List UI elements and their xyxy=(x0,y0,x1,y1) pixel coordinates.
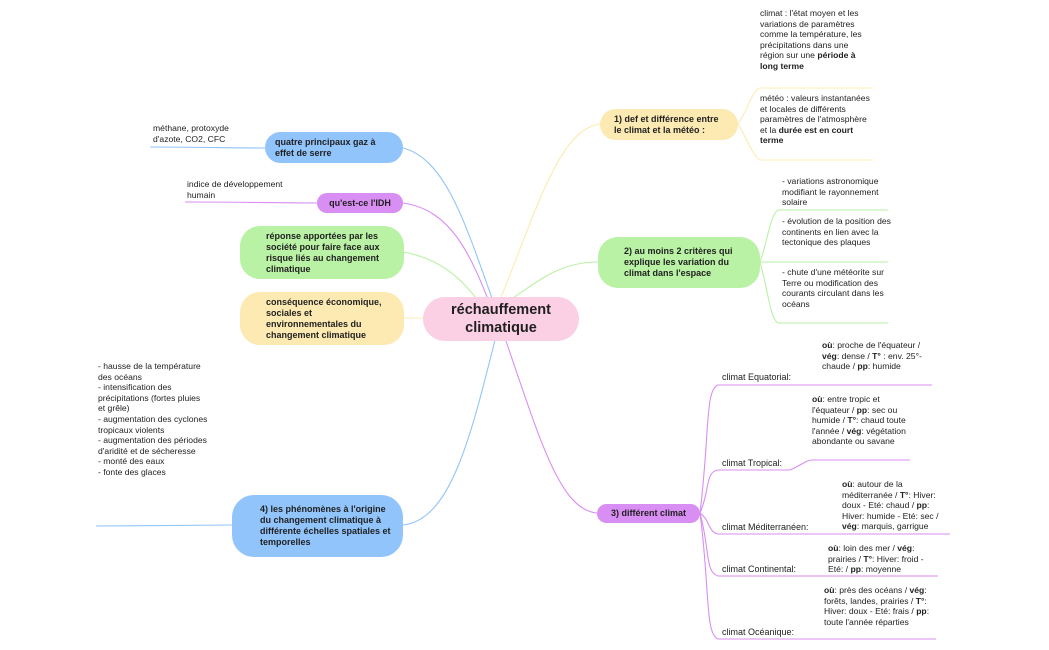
desc-text: : sec ou humide / xyxy=(812,404,898,426)
desc-keyword: où xyxy=(824,585,835,595)
topic-reponse-label: réponse apportées par les société pour f… xyxy=(266,230,380,274)
topic-idh-label: qu'est-ce l'IDH xyxy=(329,197,391,208)
note-meteo-def-text: météo : valeurs instantanées et locales … xyxy=(760,93,870,135)
central-topic[interactable]: réchauffement climatique xyxy=(423,297,579,341)
desc-keyword: pp xyxy=(856,404,868,415)
desc-oceanique: où: près des océans / vég: forêts, lande… xyxy=(824,585,936,627)
desc-text: : moyenne xyxy=(860,564,902,575)
climat-mediterraneen[interactable]: climat Méditerranéen: xyxy=(722,522,809,532)
climat-oceanique[interactable]: climat Océanique: xyxy=(722,627,795,637)
desc-text: : autour de la méditerranée / xyxy=(842,479,903,500)
desc-text: : forêts, landes, prairies / xyxy=(824,585,927,606)
desc-keyword: pp xyxy=(916,500,928,511)
note-critere-2: - évolution de la position des continent… xyxy=(782,216,891,248)
desc-text: : entre tropic et l'équateur / xyxy=(812,394,880,415)
topic-gaz-label: quatre principaux gaz à effet de serre xyxy=(275,136,376,158)
desc-text: : loin des mer / xyxy=(838,543,898,553)
topic-reponse[interactable]: réponse apportées par les société pour f… xyxy=(240,226,404,279)
desc-equatorial: où: proche de l'équateur / vég: dense / … xyxy=(822,340,930,372)
climat-equatorial[interactable]: climat Equatorial: xyxy=(722,372,792,382)
note-climat-def: climat : l'état moyen et les variations … xyxy=(760,8,872,72)
desc-tropical: où: entre tropic et l'équateur / pp: sec… xyxy=(812,394,912,447)
desc-keyword: T° xyxy=(847,415,857,426)
desc-keyword: T° xyxy=(915,595,925,606)
topic-def[interactable]: 1) def et différence entre le climat et … xyxy=(600,109,738,140)
note-phenomenes: - hausse de la température des océans - … xyxy=(98,361,208,477)
note-idh: indice de développement humain xyxy=(187,179,283,200)
desc-keyword: vég xyxy=(909,585,925,595)
note-climat-def-text: climat : l'état moyen et les variations … xyxy=(760,8,862,61)
desc-keyword: où xyxy=(812,394,823,404)
desc-text: : chaud toute l'année / xyxy=(812,415,906,436)
topic-gaz[interactable]: quatre principaux gaz à effet de serre xyxy=(265,132,403,163)
desc-text: : Hiver: doux - Eté: chaud / xyxy=(842,489,936,511)
desc-keyword: T° xyxy=(899,489,909,500)
desc-keyword: où xyxy=(828,543,839,553)
desc-keyword: pp xyxy=(916,606,927,617)
note-meteo-def: météo : valeurs instantanées et locales … xyxy=(760,93,872,146)
desc-text: : prairies / xyxy=(828,543,915,564)
desc-text: : Hiver: doux - Eté: frais / xyxy=(824,595,927,617)
topic-climats[interactable]: 3) différent climat xyxy=(597,504,700,523)
note-gaz: méthane, protoxyde d'azote, CO2, CFC xyxy=(153,123,229,144)
desc-keyword: T° xyxy=(863,553,873,564)
desc-text: : humide xyxy=(867,361,901,372)
desc-text: : proche de l'équateur / xyxy=(832,340,921,350)
desc-text: : Hiver: humide - Eté: sec / xyxy=(842,500,939,521)
note-critere-1: - variations astronomique modifiant le r… xyxy=(782,176,879,208)
central-topic-label: réchauffement climatique xyxy=(451,302,551,336)
topic-def-label: 1) def et différence entre le climat et … xyxy=(614,113,719,135)
desc-text: : toute l'année réparties xyxy=(824,606,930,627)
topic-consequence[interactable]: conséquence économique, sociales et envi… xyxy=(240,292,404,345)
desc-mediterraneen: où: autour de la méditerranée / T°: Hive… xyxy=(842,479,950,532)
desc-keyword: vég xyxy=(897,543,913,553)
topic-criteres-label: 2) au moins 2 critères qui explique les … xyxy=(624,246,733,278)
climat-tropical[interactable]: climat Tropical: xyxy=(722,458,783,468)
topic-consequence-label: conséquence économique, sociales et envi… xyxy=(266,296,382,340)
topic-phenomenes[interactable]: 4) les phénomènes à l'origine du changem… xyxy=(232,495,403,557)
desc-keyword: vég xyxy=(846,425,862,436)
desc-keyword: vég xyxy=(842,521,857,532)
desc-keyword: pp xyxy=(857,361,868,372)
desc-text: : près des océans / xyxy=(834,585,910,595)
desc-text: : dense / xyxy=(836,350,873,361)
note-critere-3: - chute d'une météorite sur Terre ou mod… xyxy=(782,267,884,309)
topic-idh[interactable]: qu'est-ce l'IDH xyxy=(317,193,403,213)
topic-criteres[interactable]: 2) au moins 2 critères qui explique les … xyxy=(598,237,760,288)
desc-keyword: vég xyxy=(822,350,837,361)
desc-text: : Hiver: froid - Eté: / xyxy=(828,553,924,575)
desc-continental: où: loin des mer / vég: prairies / T°: H… xyxy=(828,543,938,575)
topic-phenomenes-label: 4) les phénomènes à l'origine du changem… xyxy=(260,504,391,547)
desc-text: : marquis, garrigue xyxy=(856,521,929,532)
desc-text: : végétation abondante ou savane xyxy=(812,425,906,447)
topic-climats-label: 3) différent climat xyxy=(610,508,686,518)
note-meteo-def-bold: durée est en court terme xyxy=(760,124,854,146)
desc-keyword: où xyxy=(822,340,833,350)
desc-keyword: pp xyxy=(850,564,861,575)
desc-keyword: T° xyxy=(872,350,881,361)
desc-keyword: où xyxy=(842,479,853,489)
note-climat-def-bold: période à long terme xyxy=(760,50,856,71)
climat-continental[interactable]: climat Continental: xyxy=(722,564,797,574)
desc-text: : env. 25°-chaude / xyxy=(822,350,922,372)
